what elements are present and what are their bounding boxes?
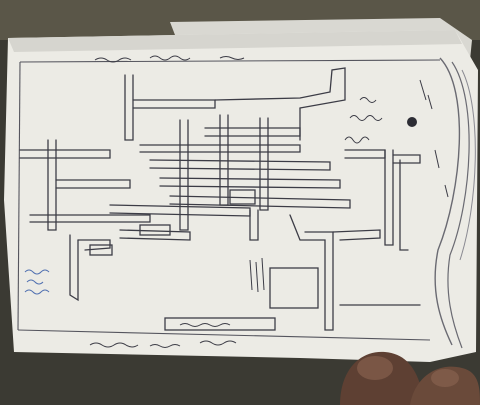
hand-fingers [340, 351, 480, 405]
paper-sheet [4, 30, 478, 362]
scribble-bottom [89, 340, 237, 348]
margin-curve-1 [434, 57, 461, 346]
paper-shadow [8, 30, 462, 52]
scribble-top [94, 55, 245, 63]
scribble-far-right [419, 79, 449, 198]
scribble-box [179, 323, 231, 327]
margin-curve-3 [459, 69, 476, 261]
pipe-network-sketch [19, 67, 421, 331]
ink-blot [407, 117, 417, 127]
drawing-frame [17, 59, 441, 341]
scribble-right-label [344, 97, 383, 144]
handwriting-marks [89, 55, 449, 348]
scribble-center-label [249, 257, 265, 293]
margin-curve-2 [447, 61, 470, 349]
blue-ink-note [24, 269, 50, 295]
